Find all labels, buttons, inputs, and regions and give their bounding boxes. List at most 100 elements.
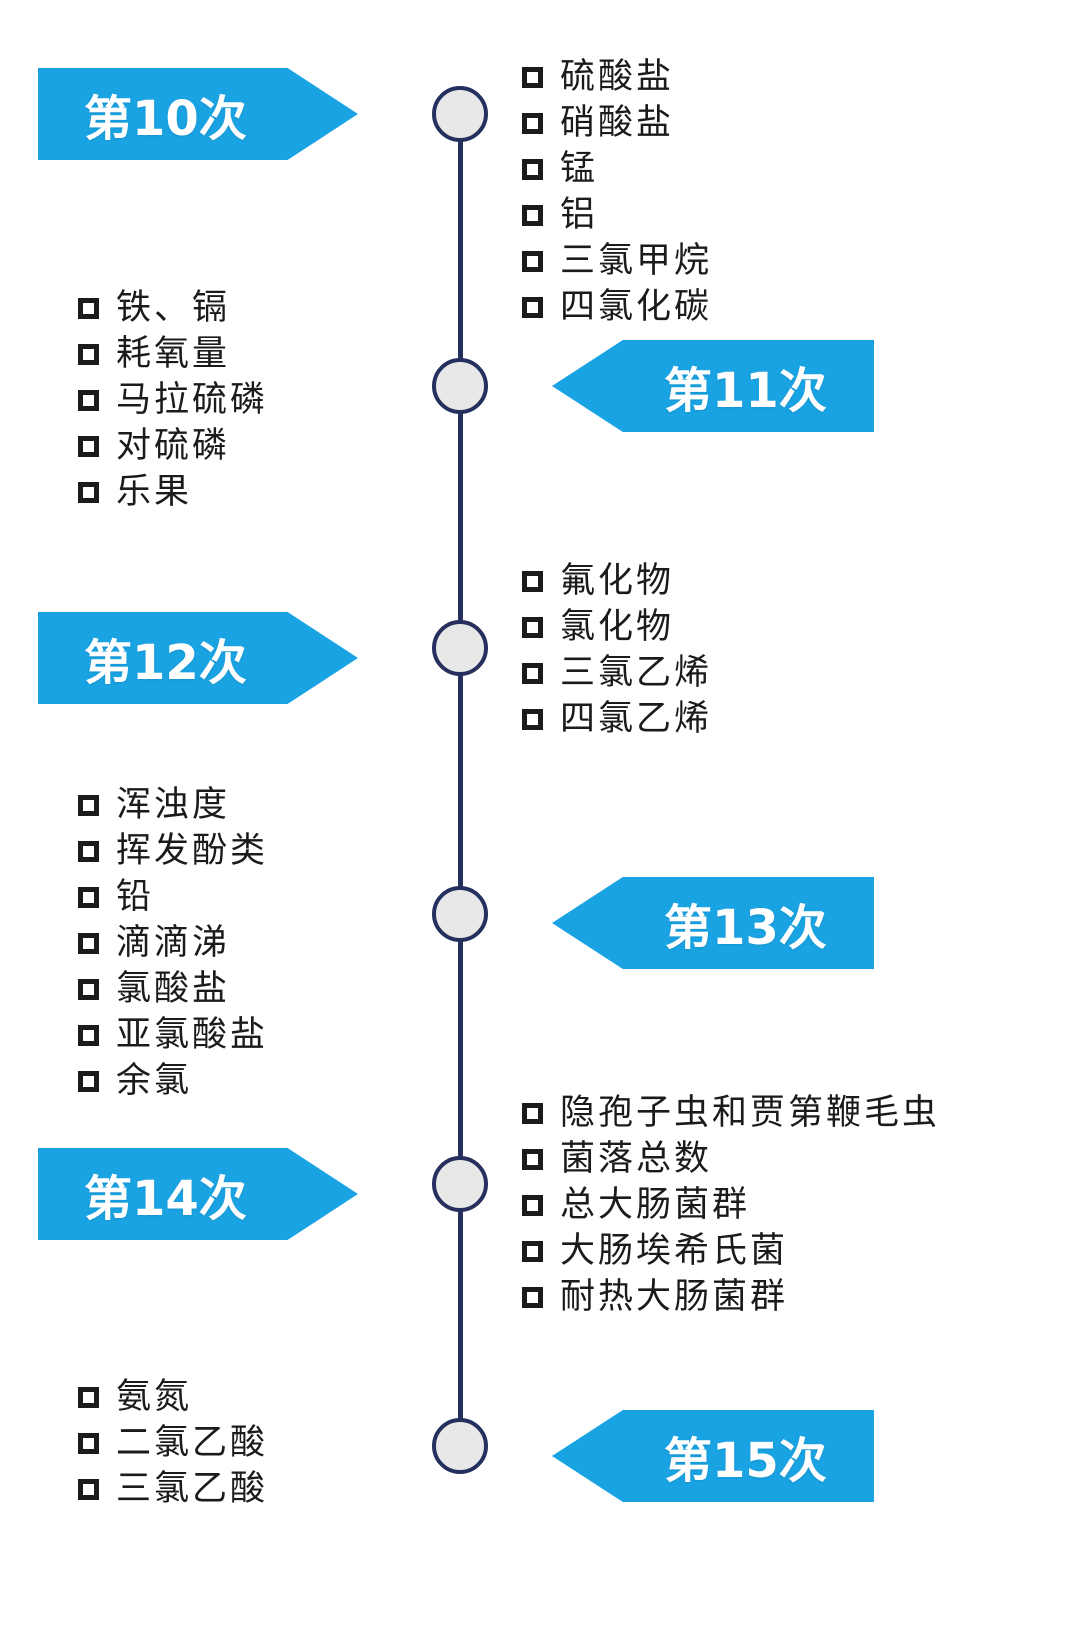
list-item[interactable]: 铝 — [522, 192, 712, 238]
checkbox-icon[interactable] — [522, 1286, 543, 1308]
list-item[interactable]: 四氯化碳 — [522, 284, 712, 330]
list-item[interactable]: 菌落总数 — [522, 1136, 940, 1182]
checkbox-icon[interactable] — [522, 708, 543, 730]
list-item[interactable]: 三氯乙酸 — [78, 1466, 268, 1512]
list-item[interactable]: 硝酸盐 — [522, 100, 712, 146]
banner-arrow-shape: 第10次 — [38, 68, 358, 160]
timeline-node-10 — [432, 86, 488, 142]
list-item[interactable]: 浑浊度 — [78, 782, 268, 828]
stage-item-list-14: 隐孢子虫和贾第鞭毛虫菌落总数总大肠菌群大肠埃希氏菌耐热大肠菌群 — [522, 1090, 940, 1320]
checkbox-icon[interactable] — [78, 794, 99, 816]
stage-banner-label: 第11次 — [664, 363, 827, 419]
list-item[interactable]: 余氯 — [78, 1058, 268, 1104]
stage-banner-label: 第12次 — [84, 635, 247, 691]
list-item-label: 耐热大肠菌群 — [560, 1276, 789, 1317]
stage-banner-15[interactable]: 第15次 — [552, 1410, 874, 1502]
checkbox-icon[interactable] — [522, 296, 543, 318]
list-item-label: 滴滴涕 — [116, 922, 231, 963]
stage-banner-label: 第15次 — [664, 1433, 827, 1489]
list-item[interactable]: 三氯乙烯 — [522, 650, 712, 696]
list-item-label: 三氯乙烯 — [560, 652, 713, 693]
checkbox-icon[interactable] — [522, 112, 543, 134]
list-item-label: 氯化物 — [560, 606, 675, 647]
banner-arrow-shape: 第13次 — [552, 877, 874, 969]
list-item[interactable]: 锰 — [522, 146, 712, 192]
timeline-node-11 — [432, 358, 488, 414]
checkbox-icon[interactable] — [78, 1478, 99, 1500]
checkbox-icon[interactable] — [78, 389, 99, 411]
list-item[interactable]: 四氯乙烯 — [522, 696, 712, 742]
timeline-node-15 — [432, 1418, 488, 1474]
checkbox-icon[interactable] — [78, 1386, 99, 1408]
list-item-label: 耗氧量 — [116, 333, 231, 374]
checkbox-icon[interactable] — [78, 886, 99, 908]
list-item[interactable]: 氯化物 — [522, 604, 712, 650]
checkbox-icon[interactable] — [522, 616, 543, 638]
list-item[interactable]: 氟化物 — [522, 558, 712, 604]
list-item[interactable]: 二氯乙酸 — [78, 1420, 268, 1466]
checkbox-icon[interactable] — [78, 1432, 99, 1454]
list-item[interactable]: 乐果 — [78, 469, 268, 515]
stage-item-list-12: 氟化物氯化物三氯乙烯四氯乙烯 — [522, 558, 712, 742]
list-item[interactable]: 滴滴涕 — [78, 920, 268, 966]
checkbox-icon[interactable] — [78, 840, 99, 862]
list-item[interactable]: 三氯甲烷 — [522, 238, 712, 284]
banner-arrow-shape: 第12次 — [38, 612, 358, 704]
list-item[interactable]: 对硫磷 — [78, 423, 268, 469]
stage-banner-label: 第13次 — [664, 900, 827, 956]
list-item[interactable]: 总大肠菌群 — [522, 1182, 940, 1228]
list-item[interactable]: 铅 — [78, 874, 268, 920]
list-item-label: 三氯甲烷 — [560, 240, 713, 281]
checkbox-icon[interactable] — [78, 481, 99, 503]
list-item[interactable]: 铁、镉 — [78, 285, 268, 331]
list-item[interactable]: 耐热大肠菌群 — [522, 1274, 940, 1320]
list-item-label: 大肠埃希氏菌 — [560, 1230, 789, 1271]
checkbox-icon[interactable] — [78, 435, 99, 457]
list-item-label: 隐孢子虫和贾第鞭毛虫 — [560, 1092, 941, 1133]
list-item[interactable]: 隐孢子虫和贾第鞭毛虫 — [522, 1090, 940, 1136]
checkbox-icon[interactable] — [78, 343, 99, 365]
timeline-spine — [458, 128, 463, 1450]
list-item-label: 余氯 — [116, 1060, 193, 1101]
list-item[interactable]: 大肠埃希氏菌 — [522, 1228, 940, 1274]
timeline-node-12 — [432, 620, 488, 676]
list-item[interactable]: 氨氮 — [78, 1374, 268, 1420]
list-item-label: 三氯乙酸 — [116, 1468, 269, 1509]
checkbox-icon[interactable] — [522, 1194, 543, 1216]
stage-item-list-10: 硫酸盐硝酸盐锰铝三氯甲烷四氯化碳 — [522, 54, 712, 330]
banner-arrow-shape: 第11次 — [552, 340, 874, 432]
list-item[interactable]: 马拉硫磷 — [78, 377, 268, 423]
checkbox-icon[interactable] — [78, 297, 99, 319]
list-item-label: 浑浊度 — [116, 784, 231, 825]
checkbox-icon[interactable] — [522, 570, 543, 592]
checkbox-icon[interactable] — [78, 1070, 99, 1092]
list-item-label: 挥发酚类 — [116, 830, 269, 871]
list-item-label: 总大肠菌群 — [560, 1184, 751, 1225]
list-item-label: 四氯化碳 — [560, 286, 713, 327]
stage-banner-11[interactable]: 第11次 — [552, 340, 874, 432]
list-item[interactable]: 耗氧量 — [78, 331, 268, 377]
stage-banner-14[interactable]: 第14次 — [38, 1148, 358, 1240]
checkbox-icon[interactable] — [78, 1024, 99, 1046]
stage-banner-10[interactable]: 第10次 — [38, 68, 358, 160]
checkbox-icon[interactable] — [522, 1148, 543, 1170]
checkbox-icon[interactable] — [522, 158, 543, 180]
checkbox-icon[interactable] — [522, 204, 543, 226]
list-item[interactable]: 氯酸盐 — [78, 966, 268, 1012]
list-item-label: 铅 — [116, 876, 155, 917]
banner-arrow-shape: 第15次 — [552, 1410, 874, 1502]
checkbox-icon[interactable] — [522, 250, 543, 272]
checkbox-icon[interactable] — [522, 1240, 543, 1262]
checkbox-icon[interactable] — [522, 66, 543, 88]
checkbox-icon[interactable] — [522, 1102, 543, 1124]
stage-banner-12[interactable]: 第12次 — [38, 612, 358, 704]
checkbox-icon[interactable] — [522, 662, 543, 684]
checkbox-icon[interactable] — [78, 978, 99, 1000]
list-item[interactable]: 硫酸盐 — [522, 54, 712, 100]
list-item[interactable]: 挥发酚类 — [78, 828, 268, 874]
list-item[interactable]: 亚氯酸盐 — [78, 1012, 268, 1058]
list-item-label: 二氯乙酸 — [116, 1422, 269, 1463]
stage-banner-13[interactable]: 第13次 — [552, 877, 874, 969]
checkbox-icon[interactable] — [78, 932, 99, 954]
